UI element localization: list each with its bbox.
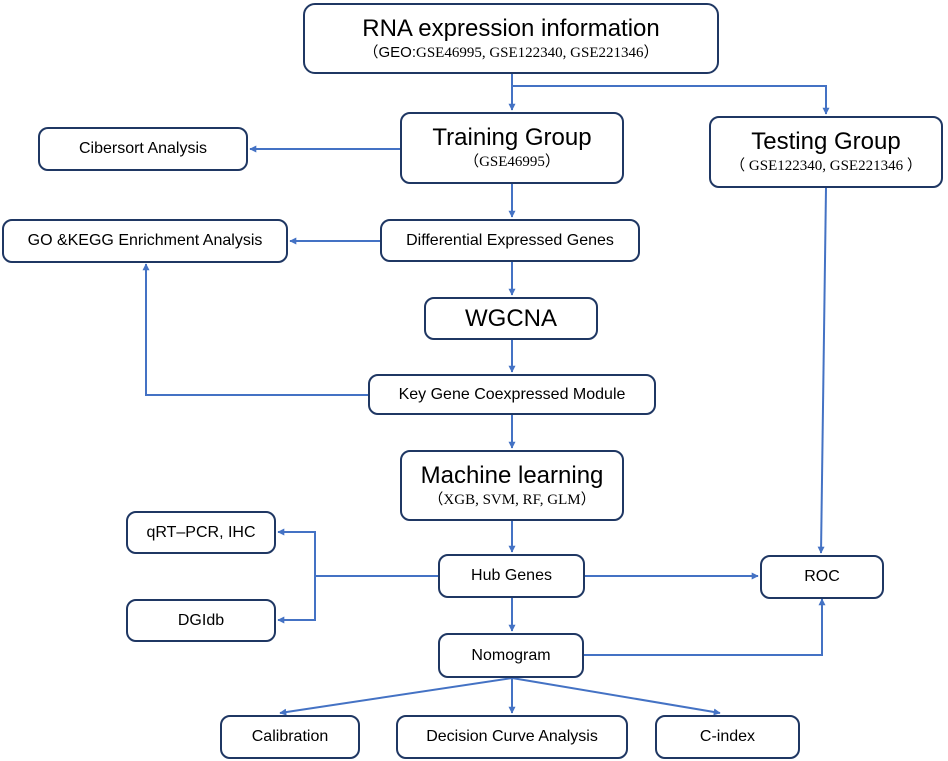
- node-nomogram: Nomogram: [438, 633, 584, 678]
- node-testing-group: Testing Group （ GSE122340, GSE221346 ）: [709, 116, 943, 188]
- node-decision-curve: Decision Curve Analysis: [396, 715, 628, 759]
- node-qrt-pcr-ihc: qRT–PCR, IHC: [126, 511, 276, 554]
- arrow-nomogram-to-roc: [584, 598, 826, 656]
- node-key-gene-module: Key Gene Coexpressed Module: [368, 374, 656, 415]
- node-differential-genes: Differential Expressed Genes: [380, 219, 640, 262]
- arrow-nomogram-to-cindex: [511, 677, 721, 716]
- node-rna-expression: RNA expression information （GEO:GSE46995…: [303, 3, 719, 74]
- node-rna-sub-open: （: [363, 44, 379, 61]
- node-hub-genes: Hub Genes: [438, 554, 585, 598]
- node-dgidb: DGIdb: [126, 599, 276, 642]
- node-wgcna: WGCNA: [424, 297, 598, 340]
- node-rna-title: RNA expression information: [362, 14, 660, 42]
- arrow-hub-to-dgidb: [277, 576, 316, 624]
- node-rna-sub-rest: GSE46995, GSE122340, GSE221346）: [416, 44, 659, 61]
- node-training-group: Training Group （GSE46995）: [400, 112, 624, 184]
- node-roc: ROC: [760, 555, 884, 599]
- arrow-nomogram-to-calibration: [279, 677, 513, 716]
- node-machine-learning: Machine learning （XGB, SVM, RF, GLM）: [400, 450, 624, 521]
- node-rna-subtitle: （GEO:GSE46995, GSE122340, GSE221346）: [363, 43, 658, 63]
- node-cibersort: Cibersort Analysis: [38, 127, 248, 171]
- node-go-kegg: GO &KEGG Enrichment Analysis: [2, 219, 288, 263]
- node-c-index: C-index: [655, 715, 800, 759]
- node-training-title: Training Group: [432, 124, 592, 151]
- node-ml-subtitle: （XGB, SVM, RF, GLM）: [428, 491, 596, 508]
- arrow-hub-to-qrt: [277, 528, 316, 576]
- arrow-module-to-gokegg: [142, 263, 368, 396]
- node-training-subtitle: （GSE46995）: [464, 154, 560, 170]
- node-rna-sub-geo: GEO:: [378, 43, 416, 61]
- node-testing-title: Testing Group: [751, 128, 901, 155]
- node-calibration: Calibration: [220, 715, 360, 759]
- node-testing-subtitle: （ GSE122340, GSE221346 ）: [730, 158, 922, 174]
- arrow-rna-to-testing: [512, 85, 830, 115]
- arrow-testing-to-roc: [817, 187, 827, 554]
- node-ml-title: Machine learning: [420, 461, 604, 489]
